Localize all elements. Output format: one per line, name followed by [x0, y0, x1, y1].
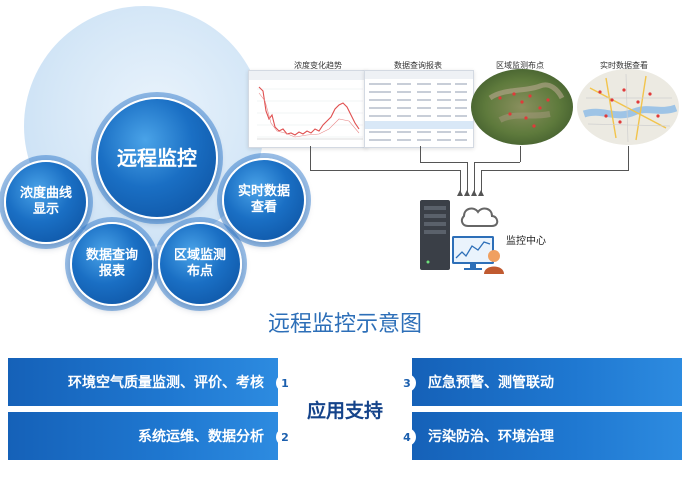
monitor-center-label: 监控中心	[506, 236, 546, 247]
support-right-top-label: 应急预警、测管联动	[428, 375, 554, 391]
connector-region-h	[474, 162, 520, 163]
panel-title-trend: 浓度变化趋势	[294, 61, 342, 70]
bubble-concentration-curve: 浓度曲线 显示	[4, 160, 88, 244]
computer-screen-icon	[452, 236, 494, 270]
realtime-map-panel	[576, 68, 680, 146]
panel-title-report: 数据查询报表	[394, 61, 442, 70]
support-right-top: 应急预警、测管联动	[412, 358, 682, 406]
connector-realtime-v	[628, 146, 629, 170]
connector-report-v	[420, 146, 421, 162]
diagram-title: 远程监控示意图	[267, 312, 422, 337]
connector-trend-h	[310, 170, 460, 171]
support-number-1: 1	[276, 374, 294, 392]
cloud-icon	[460, 207, 499, 227]
bubble-concentration-curve-label: 浓度曲线 显示	[19, 185, 72, 217]
support-number-3: 3	[398, 374, 416, 392]
support-center: 应用支持	[290, 362, 400, 456]
support-number-2: 2	[276, 428, 294, 446]
data-report-thumbnail	[365, 71, 473, 141]
arrow-1	[457, 190, 463, 196]
bubble-remote-monitoring: 远程监控	[96, 97, 218, 219]
bubble-region-monitoring-label: 区域监测 布点	[173, 247, 226, 279]
connector-realtime-h	[481, 170, 629, 171]
arrow-3	[471, 190, 477, 196]
monitor-center-graphic	[418, 196, 508, 276]
bubble-realtime-data: 实时数据 查看	[222, 158, 306, 242]
trend-chart-thumbnail	[249, 71, 367, 140]
arrow-2	[464, 190, 470, 196]
support-left-top-label: 环境空气质量监测、评价、考核	[68, 375, 264, 391]
bubble-data-query-label: 数据查询 报表	[85, 247, 138, 279]
server-icon	[420, 200, 450, 270]
realtime-map-thumbnail	[577, 69, 679, 145]
support-left-bottom: 系统运维、数据分析	[8, 412, 278, 460]
support-left-bottom-label: 系统运维、数据分析	[138, 429, 264, 445]
support-center-label: 应用支持	[306, 399, 383, 422]
connector-trend-down	[460, 170, 461, 192]
region-map-thumbnail	[471, 69, 573, 145]
bubble-realtime-data-label: 实时数据 查看	[237, 183, 290, 215]
connector-region-down	[474, 162, 475, 192]
connector-report-h	[420, 162, 467, 163]
bubble-region-monitoring: 区域监测 布点	[158, 222, 242, 306]
connector-trend-v	[310, 146, 311, 170]
connector-region-v	[520, 146, 521, 162]
panel-title-region: 区域监测布点	[496, 61, 544, 70]
region-map-panel	[470, 68, 574, 146]
panel-title-realtime: 实时数据查看	[600, 61, 648, 70]
connector-realtime-down	[481, 170, 482, 192]
trend-chart-panel	[248, 70, 368, 148]
data-report-panel	[364, 70, 474, 148]
support-number-4: 4	[398, 428, 416, 446]
bubble-remote-monitoring-label: 远程监控	[117, 145, 197, 170]
arrow-4	[478, 190, 484, 196]
support-right-bottom-label: 污染防治、环境治理	[428, 429, 554, 445]
bubble-data-query: 数据查询 报表	[70, 222, 154, 306]
support-left-top: 环境空气质量监测、评价、考核	[8, 358, 278, 406]
support-right-bottom: 污染防治、环境治理	[412, 412, 682, 460]
connector-report-down	[467, 162, 468, 192]
user-icon	[484, 250, 504, 274]
